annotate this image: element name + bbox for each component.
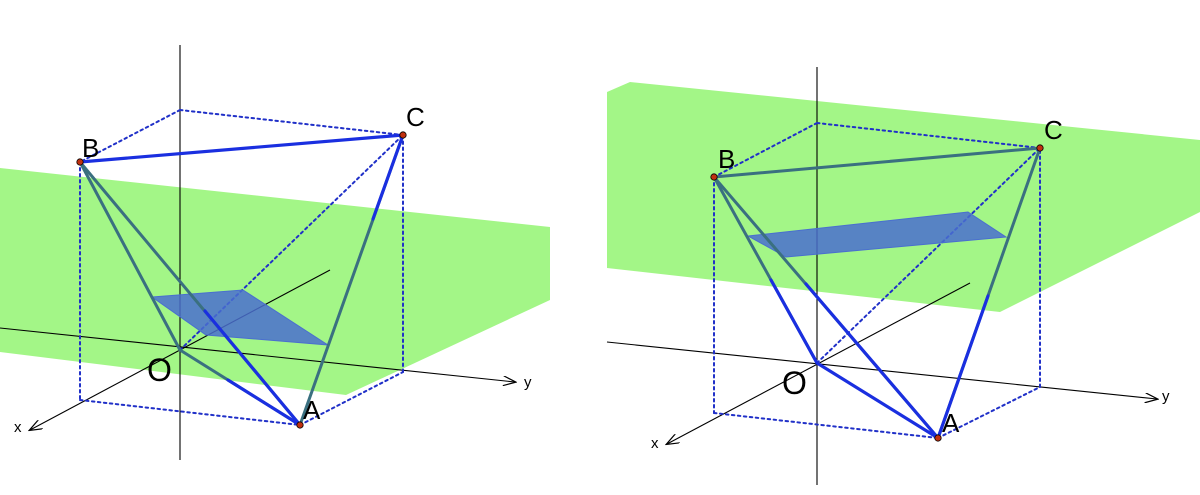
- left-point-C: [399, 131, 407, 139]
- left-edge-BO: [78, 160, 182, 352]
- left-edge-OA-lower: [226, 378, 302, 427]
- left-label-C: C: [406, 102, 425, 132]
- left-label-A: A: [303, 395, 321, 425]
- left-y-axis: [0, 327, 515, 382]
- left-label-B: B: [82, 133, 99, 163]
- right-edge-CA-lower: [936, 294, 990, 440]
- right-edge-BA-lower: [804, 282, 940, 440]
- right-label-B: B: [718, 144, 735, 174]
- left-edge-BC: [78, 133, 405, 164]
- right-cutting-plane: [607, 82, 1200, 312]
- left-label-y: y: [524, 374, 532, 391]
- right-label-x: x: [651, 435, 659, 452]
- right-label-A: A: [942, 408, 960, 438]
- right-edge-BC: [712, 146, 1042, 179]
- right-edge-OA: [815, 361, 940, 440]
- right-cross-section: [746, 211, 1008, 258]
- left-point-B: [76, 158, 84, 166]
- left-label-O: O: [147, 352, 172, 388]
- left-edge-CA-upper: [371, 133, 405, 221]
- right-label-C: C: [1044, 115, 1063, 145]
- left-edge-BA-lower: [203, 309, 302, 427]
- right-point-C: [1036, 144, 1044, 152]
- left-label-x: x: [14, 419, 22, 436]
- right-figure: B C O A x y: [606, 67, 1200, 485]
- right-label-O: O: [782, 365, 807, 401]
- left-point-A: [296, 421, 304, 429]
- right-edge-BO-lower: [769, 278, 819, 365]
- right-dotted-box: [713, 122, 1041, 439]
- right-label-y: y: [1162, 388, 1170, 405]
- right-point-A: [934, 434, 942, 442]
- left-dotted-box: [79, 109, 404, 426]
- left-cutting-plane: [0, 168, 550, 395]
- left-figure: B C O A x y: [0, 45, 550, 460]
- right-point-B: [710, 173, 718, 181]
